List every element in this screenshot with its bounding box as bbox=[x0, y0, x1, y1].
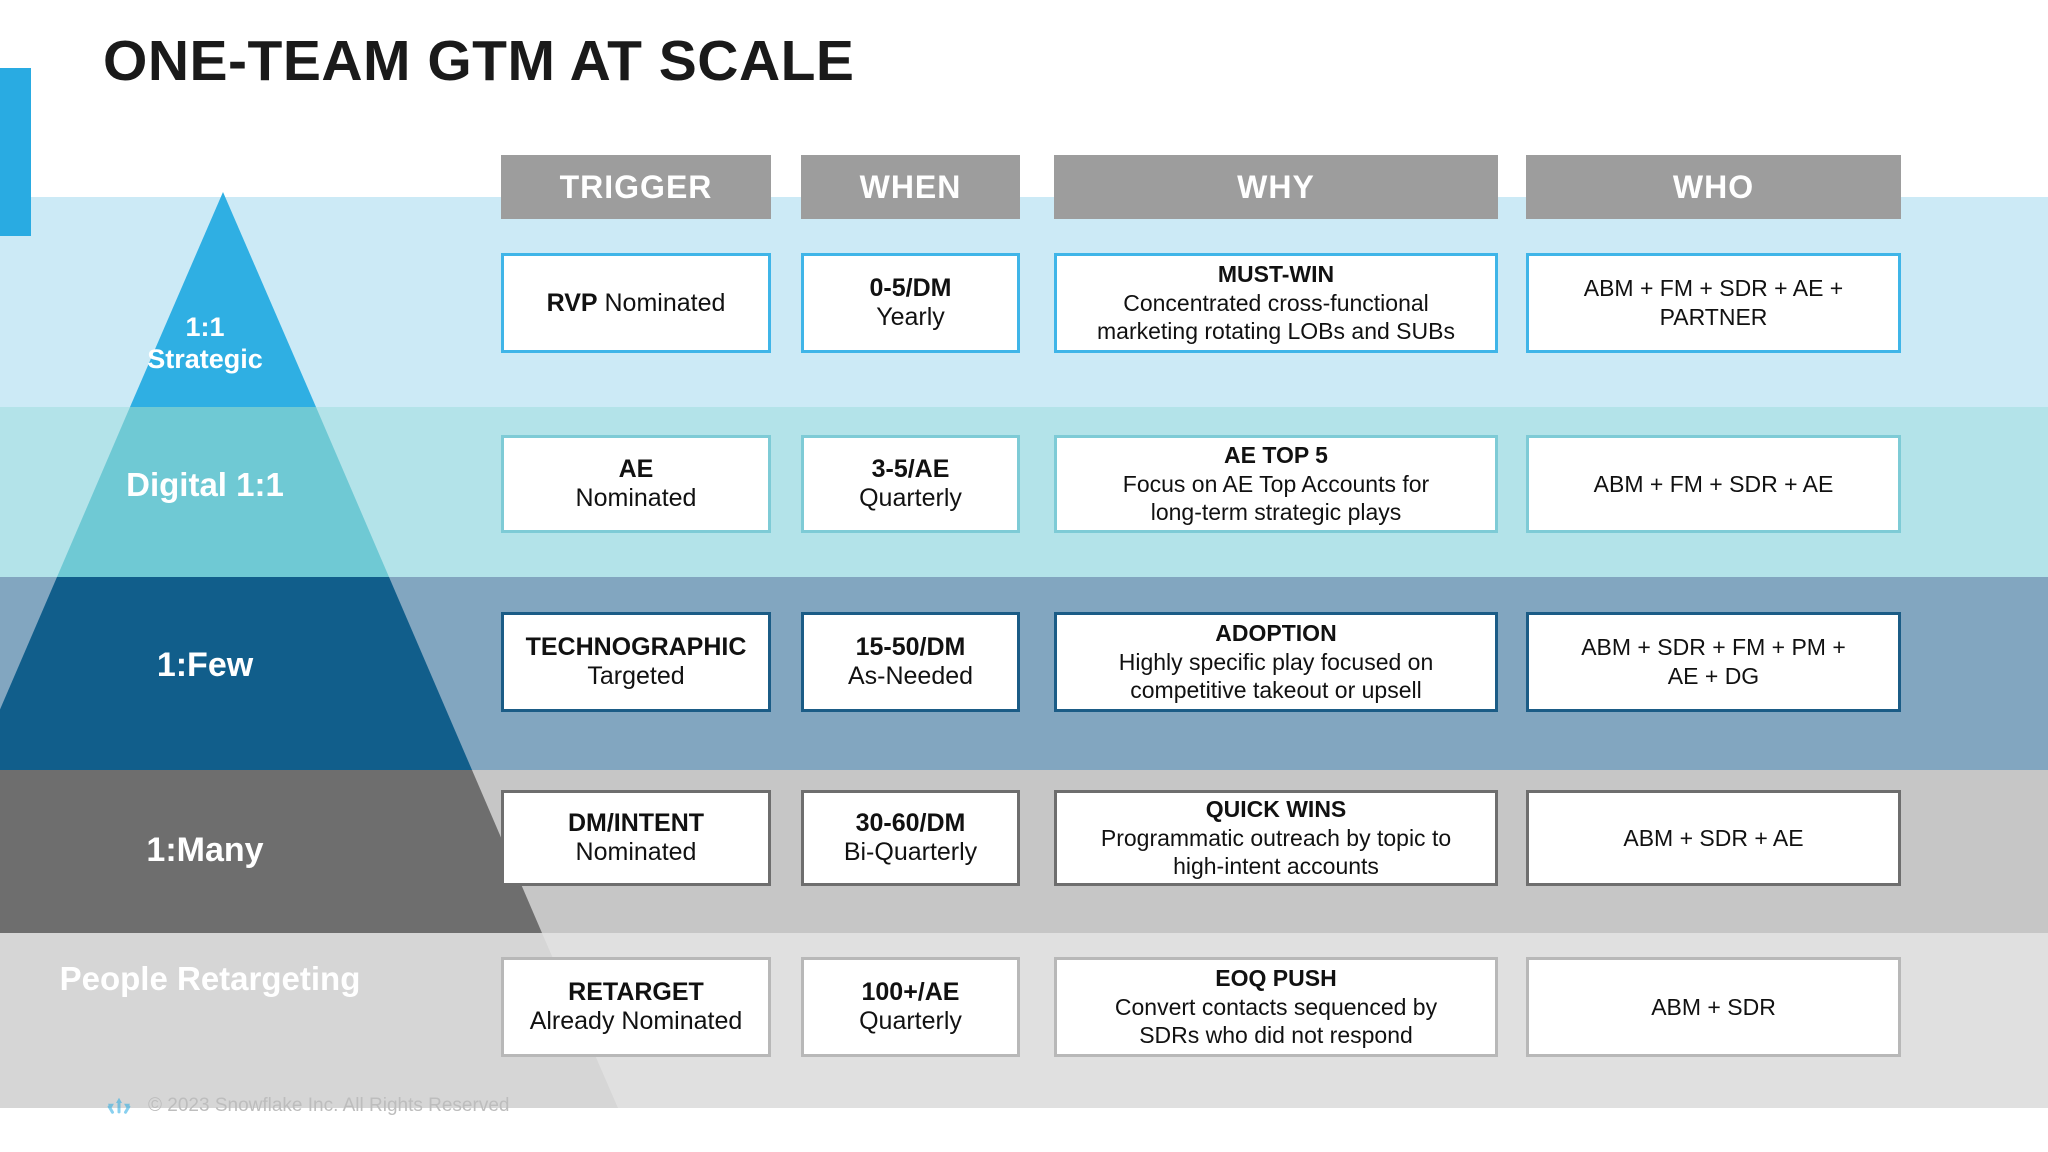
column-header-trigger: TRIGGER bbox=[501, 155, 771, 219]
cell-trigger-retargeting[interactable]: RETARGET Already Nominated bbox=[501, 957, 771, 1057]
pyramid-slice-digital bbox=[57, 407, 389, 577]
cell-heading: 100+/AE bbox=[861, 978, 960, 1006]
cell-body-line1: ABM + FM + SDR + AE bbox=[1593, 470, 1834, 497]
cell-who-few[interactable]: ABM + SDR + FM + PM + AE + DG bbox=[1526, 612, 1901, 712]
pyramid-slice-strategic bbox=[130, 192, 316, 407]
brand-accent-bar bbox=[0, 68, 31, 236]
cell-body-line1: Concentrated cross-functional bbox=[1123, 289, 1429, 316]
cell-body-line2: long-term strategic plays bbox=[1150, 499, 1402, 526]
cell-heading: DM/INTENT bbox=[567, 809, 705, 837]
cell-body: Quarterly bbox=[859, 484, 962, 512]
page-title: ONE-TEAM GTM AT SCALE bbox=[103, 29, 855, 93]
cell-why-strategic[interactable]: MUST-WIN Concentrated cross-functional m… bbox=[1054, 253, 1498, 353]
cell-who-retargeting[interactable]: ABM + SDR bbox=[1526, 957, 1901, 1057]
cell-when-digital[interactable]: 3-5/AE Quarterly bbox=[801, 435, 1020, 533]
cell-body-line2: PARTNER bbox=[1659, 304, 1768, 330]
cell-trigger-few[interactable]: TECHNOGRAPHIC Targeted bbox=[501, 612, 771, 712]
cell-heading: QUICK WINS bbox=[1205, 795, 1347, 822]
cell-body: Yearly bbox=[876, 303, 945, 331]
cell-when-few[interactable]: 15-50/DM As-Needed bbox=[801, 612, 1020, 712]
cell-heading: 0-5/DM bbox=[869, 274, 952, 302]
cell-body: As-Needed bbox=[847, 662, 974, 690]
cell-heading: ADOPTION bbox=[1215, 619, 1337, 646]
cell-trigger-strategic[interactable]: RVP Nominated bbox=[501, 253, 771, 353]
cell-heading: EOQ PUSH bbox=[1215, 964, 1337, 991]
cell-body-line1: ABM + FM + SDR + AE + bbox=[1583, 275, 1844, 302]
cell-heading: AE TOP 5 bbox=[1224, 441, 1328, 468]
trigger-rest: Nominated bbox=[597, 288, 726, 317]
cell-heading: 30-60/DM bbox=[855, 809, 966, 837]
pyramid-slice-many bbox=[0, 770, 542, 933]
column-header-why: WHY bbox=[1054, 155, 1498, 219]
cell-heading: 15-50/DM bbox=[855, 633, 966, 661]
cell-trigger-many[interactable]: DM/INTENT Nominated bbox=[501, 790, 771, 886]
cell-who-digital[interactable]: ABM + FM + SDR + AE bbox=[1526, 435, 1901, 533]
cell-text: RVP Nominated bbox=[547, 289, 726, 318]
cell-heading: TECHNOGRAPHIC bbox=[525, 633, 747, 661]
cell-body-line1: ABM + SDR bbox=[1651, 993, 1776, 1020]
cell-body-line1: Focus on AE Top Accounts for bbox=[1122, 470, 1430, 497]
cell-when-retargeting[interactable]: 100+/AE Quarterly bbox=[801, 957, 1020, 1057]
cell-body-line2: competitive takeout or upsell bbox=[1130, 677, 1422, 704]
cell-heading: MUST-WIN bbox=[1217, 260, 1335, 287]
cell-body: Nominated bbox=[575, 484, 697, 512]
cell-why-many[interactable]: QUICK WINS Programmatic outreach by topi… bbox=[1054, 790, 1498, 886]
cell-body-line2: AE + DG bbox=[1667, 663, 1760, 689]
cell-body-line2: marketing rotating LOBs and SUBs bbox=[1097, 318, 1455, 345]
trigger-strong: RVP bbox=[546, 288, 598, 317]
cell-body: Bi-Quarterly bbox=[843, 838, 978, 866]
cell-body-line1: Highly specific play focused on bbox=[1118, 648, 1434, 675]
cell-body: Already Nominated bbox=[529, 1007, 743, 1035]
footer-copyright: © 2023 Snowflake Inc. All Rights Reserve… bbox=[148, 1095, 510, 1116]
cell-body-line2: high-intent accounts bbox=[1173, 853, 1379, 880]
cell-heading: 3-5/AE bbox=[871, 455, 950, 483]
cell-trigger-digital[interactable]: AE Nominated bbox=[501, 435, 771, 533]
cell-heading: RETARGET bbox=[568, 978, 704, 1006]
column-header-who: WHO bbox=[1526, 155, 1901, 219]
cell-body: Quarterly bbox=[859, 1007, 962, 1035]
cell-why-digital[interactable]: AE TOP 5 Focus on AE Top Accounts for lo… bbox=[1054, 435, 1498, 533]
cell-who-many[interactable]: ABM + SDR + AE bbox=[1526, 790, 1901, 886]
cell-why-few[interactable]: ADOPTION Highly specific play focused on… bbox=[1054, 612, 1498, 712]
cell-body-line1: Convert contacts sequenced by bbox=[1114, 993, 1438, 1020]
cell-body: Targeted bbox=[587, 662, 685, 690]
cell-who-strategic[interactable]: ABM + FM + SDR + AE + PARTNER bbox=[1526, 253, 1901, 353]
cell-body-line2: SDRs who did not respond bbox=[1139, 1022, 1413, 1049]
cell-heading: AE bbox=[618, 455, 654, 483]
cell-body-line1: ABM + SDR + FM + PM + bbox=[1581, 634, 1846, 661]
column-header-when: WHEN bbox=[801, 155, 1020, 219]
pyramid-graphic bbox=[0, 192, 618, 1108]
cell-body-line1: Programmatic outreach by topic to bbox=[1100, 824, 1452, 851]
cell-body-line1: ABM + SDR + AE bbox=[1623, 824, 1804, 851]
cell-body: Nominated bbox=[575, 838, 697, 866]
pyramid-slice-retargeting bbox=[0, 933, 618, 1108]
cell-when-many[interactable]: 30-60/DM Bi-Quarterly bbox=[801, 790, 1020, 886]
cell-when-strategic[interactable]: 0-5/DM Yearly bbox=[801, 253, 1020, 353]
pyramid-slice-few bbox=[0, 577, 472, 770]
snowflake-logo-icon bbox=[107, 1097, 131, 1114]
cell-why-retargeting[interactable]: EOQ PUSH Convert contacts sequenced by S… bbox=[1054, 957, 1498, 1057]
